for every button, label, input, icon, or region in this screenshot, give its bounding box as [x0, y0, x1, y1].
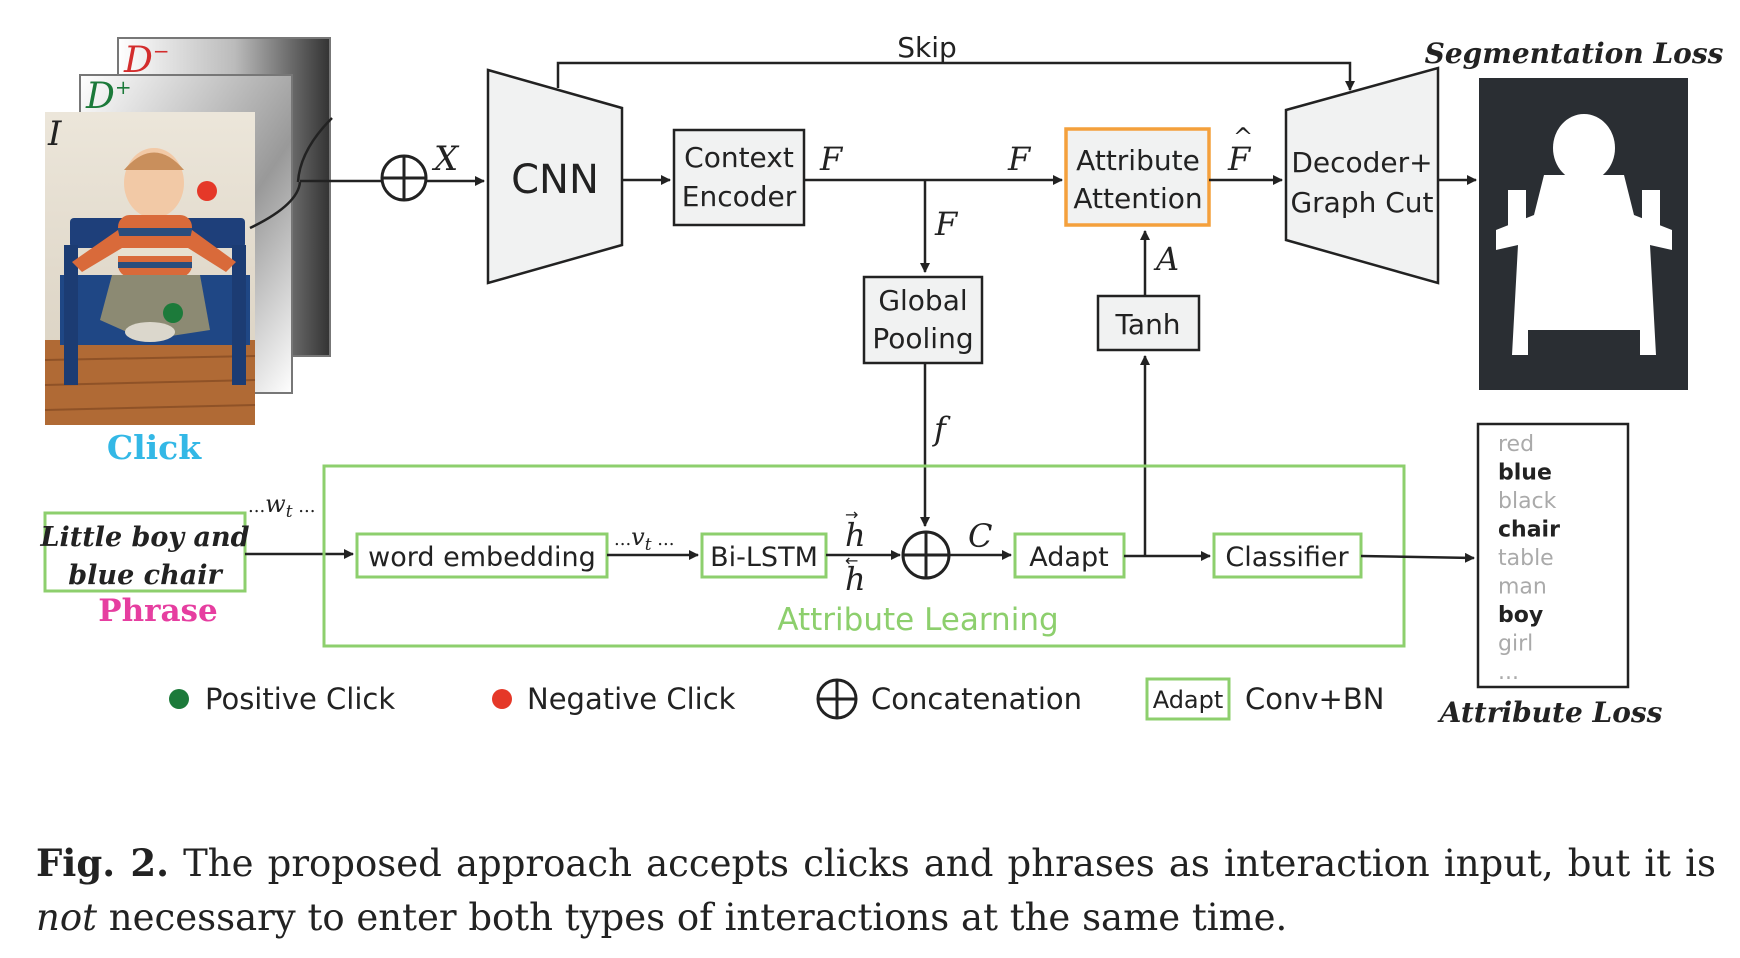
- attribute-item: man: [1498, 575, 1547, 600]
- adapt-block: Adapt: [1013, 532, 1126, 579]
- attribute-list: red blue black chair table man boy girl...: [1498, 432, 1560, 685]
- svg-text:Tanh: Tanh: [1114, 308, 1180, 341]
- svg-text:Graph Cut: Graph Cut: [1290, 186, 1433, 219]
- attribute-learning-label: Attribute Learning: [777, 602, 1058, 638]
- svg-text:Encoder: Encoder: [682, 180, 797, 213]
- classifier-block: Classifier: [1212, 532, 1363, 579]
- c-symbol: C: [968, 517, 992, 555]
- caption-fig-label: Fig. 2.: [36, 841, 169, 885]
- click-label: Click: [107, 428, 202, 467]
- f-symbol-2: F: [1007, 140, 1032, 178]
- skip-label: Skip: [897, 31, 957, 64]
- svg-text:Attribute: Attribute: [1076, 144, 1200, 177]
- caption-emphasis: not: [36, 896, 97, 939]
- svg-text:Adapt: Adapt: [1153, 686, 1224, 714]
- figure-caption: Fig. 2. The proposed approach accepts cl…: [36, 836, 1716, 945]
- hidden-state-symbols: h → h ←: [845, 505, 866, 598]
- i-symbol: I: [47, 114, 62, 154]
- click-input-stack: D− D+ I Cli: [44, 37, 331, 467]
- svg-text:h: h: [845, 516, 866, 554]
- f-symbol-3: F: [934, 205, 959, 243]
- legend-positive-label: Positive Click: [205, 682, 395, 716]
- svg-text:Pooling: Pooling: [872, 322, 973, 355]
- global-pooling-block: Global Pooling: [862, 275, 984, 365]
- skip-connection: [556, 61, 1355, 91]
- attribute-item: chair: [1498, 518, 1560, 543]
- segmentation-loss-label: Segmentation Loss: [1425, 37, 1724, 70]
- svg-text:^: ^: [1233, 123, 1253, 151]
- legend: Positive Click Negative Click Concatenat…: [169, 677, 1384, 721]
- x-symbol: X: [431, 139, 460, 179]
- legend-positive-dot: [169, 689, 189, 709]
- negative-click-dot: [197, 181, 217, 201]
- legend-conv-bn-label: Conv+BN: [1245, 682, 1384, 716]
- svg-text:Adapt: Adapt: [1029, 542, 1108, 573]
- positive-click-dot: [163, 303, 183, 323]
- phrase-input-box: Little boy and blue chair: [40, 511, 250, 593]
- attribute-item: girl: [1498, 632, 1533, 657]
- svg-text:←: ←: [845, 551, 858, 570]
- svg-text:Global: Global: [878, 284, 967, 317]
- legend-concat-icon: [816, 678, 858, 720]
- d-plus-symbol: D+: [85, 75, 132, 117]
- feature-concat-symbol: [901, 530, 951, 580]
- attribute-item: table: [1498, 546, 1554, 571]
- caption-text-1: The proposed approach accepts clicks and…: [168, 842, 1716, 885]
- legend-negative-dot: [492, 689, 512, 709]
- tanh-block: Tanh: [1096, 294, 1201, 352]
- bilstm-block: Bi-LSTM: [700, 532, 828, 579]
- d-minus-symbol: D−: [123, 39, 170, 81]
- attribute-item: boy: [1498, 603, 1543, 628]
- attribute-item: red: [1498, 432, 1534, 457]
- input-photo: [44, 112, 256, 425]
- input-concat-symbol: [380, 154, 428, 202]
- svg-text:CNN: CNN: [511, 157, 599, 203]
- f-hat-symbol: F: [1227, 140, 1252, 178]
- decoder-graph-cut-block: Decoder+ Graph Cut: [1284, 66, 1440, 285]
- cnn-block: CNN: [486, 68, 624, 285]
- legend-adapt-box: [1145, 677, 1231, 721]
- svg-text:Classifier: Classifier: [1225, 542, 1349, 573]
- svg-text:Decoder+: Decoder+: [1291, 146, 1432, 179]
- legend-negative-label: Negative Click: [527, 682, 736, 716]
- svg-text:Little boy and: Little boy and: [40, 522, 250, 553]
- attribute-loss-label: Attribute Loss: [1437, 696, 1663, 729]
- segmentation-mask: [1479, 78, 1688, 390]
- caption-text-2: necessary to enter both types of interac…: [96, 896, 1288, 939]
- w-t-symbol: ...wt ...: [248, 490, 315, 522]
- attribute-item: blue: [1498, 461, 1552, 486]
- small-f-symbol: f: [932, 410, 951, 448]
- svg-text:→: →: [845, 505, 858, 524]
- v-t-symbol: ...vt ...: [614, 523, 674, 555]
- svg-text:h: h: [845, 560, 866, 598]
- attribute-attention-block: Attribute Attention: [1064, 127, 1211, 227]
- a-symbol: A: [1153, 240, 1179, 278]
- stack-connector: [249, 181, 302, 230]
- context-encoder-block: Context Encoder: [672, 128, 806, 227]
- svg-text:Attention: Attention: [1073, 182, 1202, 215]
- phrase-label: Phrase: [98, 593, 217, 629]
- word-embedding-block: word embedding: [355, 532, 609, 579]
- svg-text:blue chair: blue chair: [68, 560, 223, 591]
- svg-text:Bi-LSTM: Bi-LSTM: [710, 542, 818, 573]
- legend-concat-label: Concatenation: [871, 682, 1082, 716]
- f-symbol-1: F: [819, 140, 844, 178]
- svg-text:word embedding: word embedding: [368, 542, 596, 573]
- attribute-item: black: [1498, 489, 1557, 514]
- attribute-list-box: [1476, 422, 1630, 689]
- svg-text:Context: Context: [684, 141, 794, 174]
- attribute-item: ...: [1498, 660, 1519, 685]
